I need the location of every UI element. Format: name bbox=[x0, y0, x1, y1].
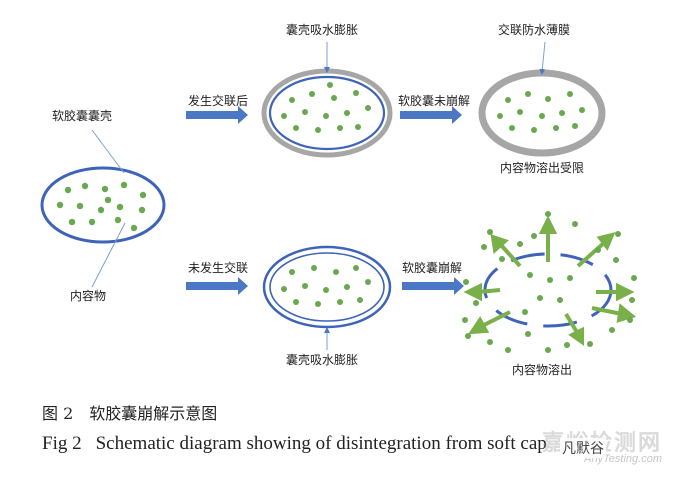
crosslinked-arrow bbox=[186, 106, 248, 124]
top-swollen-capsule-gray bbox=[261, 68, 393, 158]
caption-cn-text: 软胶囊崩解示意图 bbox=[89, 404, 218, 423]
caption-cn-fig: 图 2 bbox=[42, 404, 74, 423]
film-pointer bbox=[539, 41, 546, 75]
released-contents bbox=[462, 211, 637, 353]
film-label: 交联防水薄膜 bbox=[498, 22, 570, 37]
bottom-swollen-contents bbox=[281, 265, 371, 307]
top-swollen-contents bbox=[281, 82, 371, 133]
no-disintegrate-label: 软胶囊未崩解 bbox=[398, 93, 470, 108]
caption-en-fig: Fig 2 bbox=[42, 433, 82, 454]
swell-label-bottom: 囊壳吸水膨胀 bbox=[286, 352, 358, 367]
limited-release-label: 内容物溶出受限 bbox=[500, 160, 584, 175]
caption-en-text: Schematic diagram showing of disintegrat… bbox=[95, 433, 547, 454]
burst-arrows bbox=[463, 215, 637, 346]
bottom-swollen-capsule-inner bbox=[269, 252, 385, 322]
top-swollen-capsule-blue bbox=[268, 75, 386, 151]
no-disintegrate-arrow bbox=[400, 106, 462, 124]
swell-label-top: 囊壳吸水膨胀 bbox=[286, 22, 358, 37]
disintegrate-label: 软胶囊崩解 bbox=[402, 260, 462, 275]
initial-capsule-contents bbox=[56, 181, 147, 232]
watermark-seal: 凡默谷 bbox=[560, 438, 606, 458]
shell-label: 软胶囊囊壳 bbox=[52, 108, 112, 123]
shell-pointer bbox=[91, 129, 125, 174]
released-label: 内容物溶出 bbox=[512, 362, 572, 377]
contents-label: 内容物 bbox=[70, 288, 106, 303]
not-crosslinked-arrow bbox=[186, 277, 248, 295]
film-capsule-contents bbox=[497, 91, 585, 133]
contents-pointer bbox=[91, 222, 126, 288]
caption-chinese: 图 2 软胶囊崩解示意图 bbox=[42, 400, 217, 424]
crosslinked-label: 发生交联后 bbox=[188, 93, 248, 108]
disintegrate-arrow bbox=[402, 277, 464, 295]
not-crosslinked-label: 未发生交联 bbox=[188, 260, 248, 275]
caption-english: Fig 2 Schematic diagram showing of disint… bbox=[42, 433, 547, 455]
